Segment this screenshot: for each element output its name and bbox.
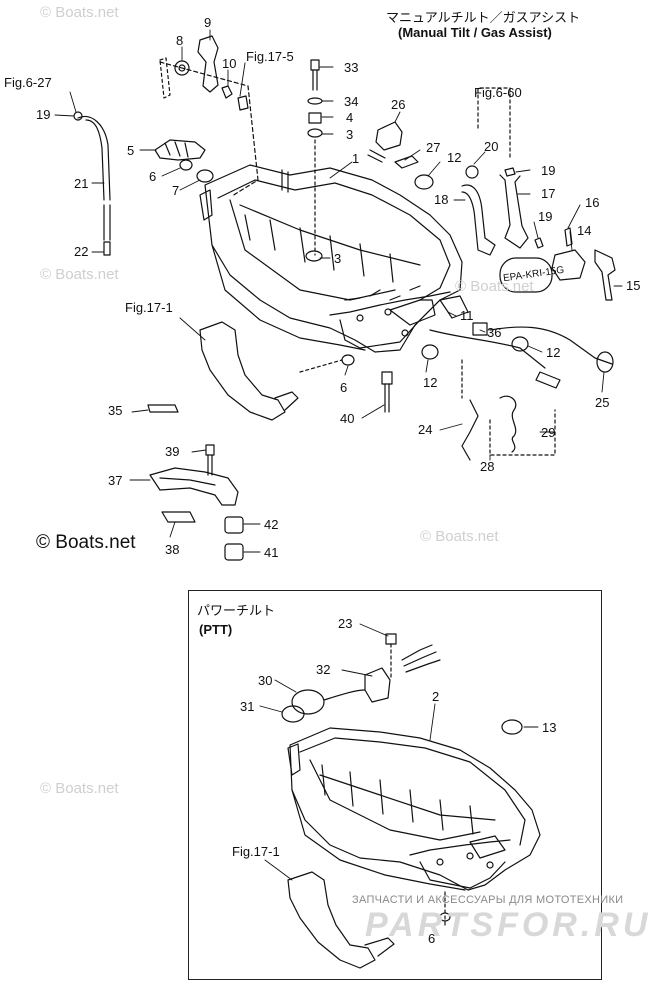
bottom-cowling-upper: [199, 164, 463, 353]
callout-24: 24: [418, 422, 433, 437]
callout-1: 1: [352, 151, 360, 166]
callout-25: 25: [595, 395, 610, 410]
callout-19: 19: [541, 163, 556, 178]
callout-2: 2: [432, 689, 440, 704]
watermark-boats: © Boats.net: [40, 266, 119, 283]
callout-22: 22: [74, 244, 89, 259]
fig-ref-6-27[interactable]: Fig.6-27: [4, 75, 52, 90]
callout-12: 12: [447, 150, 462, 165]
leader-lines: [54, 29, 623, 881]
ptt-title-japanese: パワーチルト: [197, 603, 276, 618]
watermark-parts-brand: PARTSFOR.RU: [365, 906, 652, 944]
watermark-parts-caption: ЗАПЧАСТИ И АКСЕССУАРЫ ДЛЯ МОТОТЕХНИКИ: [352, 894, 624, 906]
callout-31: 31: [240, 699, 255, 714]
callout-4: 4: [346, 110, 354, 125]
callout-16: 16: [585, 195, 600, 210]
callout-12: 12: [423, 375, 438, 390]
callout-35: 35: [108, 403, 123, 418]
callout-34: 34: [344, 94, 359, 109]
watermark-boats: © Boats.net: [40, 780, 119, 797]
callout-37: 37: [108, 473, 123, 488]
callout-29: 29: [541, 425, 556, 440]
callout-26: 26: [391, 97, 406, 112]
callout-8: 8: [176, 33, 184, 48]
callout-6: 6: [428, 931, 436, 946]
fig-ref-17-1-upper[interactable]: Fig.17-1: [125, 300, 173, 315]
callout-10: 10: [222, 56, 237, 71]
callout-3: 3: [334, 251, 342, 266]
watermark-boats: © Boats.net: [420, 528, 499, 545]
callout-12: 12: [546, 345, 561, 360]
title-english: (Manual Tilt / Gas Assist): [398, 25, 552, 40]
callout-3: 3: [346, 127, 354, 142]
callout-38: 38: [165, 542, 180, 557]
bottom-cowling-ptt: [287, 727, 541, 891]
wire-harness: [429, 295, 614, 461]
bolt-and-washer-upper: [299, 354, 393, 413]
callout-27: 27: [426, 140, 441, 155]
callout-19: 19: [36, 107, 51, 122]
callout-17: 17: [541, 186, 556, 201]
fig-ref-17-5[interactable]: Fig.17-5: [246, 49, 294, 64]
callout-20: 20: [484, 139, 499, 154]
ptt-parts: [281, 633, 523, 926]
callout-19: 19: [538, 209, 553, 224]
callout-32: 32: [316, 662, 331, 677]
callout-23: 23: [338, 616, 353, 631]
callout-13: 13: [542, 720, 557, 735]
callout-41: 41: [264, 545, 279, 560]
fuel-tube: [73, 111, 111, 256]
bolt-stack: [307, 59, 323, 256]
copyright-text: © Boats.net: [36, 532, 136, 553]
ptt-section-box: [188, 590, 602, 980]
tiller-handle-lower: [287, 871, 395, 969]
callout-11: 11: [460, 308, 474, 323]
title-japanese: マニュアルチルト／ガスアシスト: [386, 10, 581, 25]
callout-9: 9: [204, 15, 212, 30]
callout-15: 15: [626, 278, 641, 293]
callout-14: 14: [577, 223, 592, 238]
tiller-handle-upper: [199, 321, 299, 421]
fuel-connector: [499, 227, 616, 301]
fig-ref-6-60[interactable]: Fig.6-60: [474, 85, 522, 100]
watermark-boats: © Boats.net: [455, 278, 534, 295]
hose-parts: [461, 87, 544, 256]
callout-39: 39: [165, 444, 180, 459]
tilt-lever-assembly: [159, 35, 249, 111]
callout-36: 36: [487, 325, 502, 340]
callout-6: 6: [149, 169, 157, 184]
bracket-parts: [147, 404, 244, 561]
ptt-title-english: (PTT): [199, 622, 233, 637]
grommet-parts: [154, 139, 214, 183]
callout-40: 40: [340, 411, 355, 426]
callout-18: 18: [434, 192, 449, 207]
callout-21: 21: [74, 176, 89, 191]
callout-7: 7: [172, 183, 180, 198]
callout-6: 6: [340, 380, 348, 395]
callout-28: 28: [480, 459, 495, 474]
fig-ref-17-1-lower[interactable]: Fig.17-1: [232, 844, 280, 859]
callout-5: 5: [127, 143, 135, 158]
callout-30: 30: [258, 673, 273, 688]
lever-boundary: [159, 61, 259, 197]
callout-33: 33: [344, 60, 359, 75]
callout-42: 42: [264, 517, 279, 532]
watermark-boats: © Boats.net: [40, 4, 119, 21]
